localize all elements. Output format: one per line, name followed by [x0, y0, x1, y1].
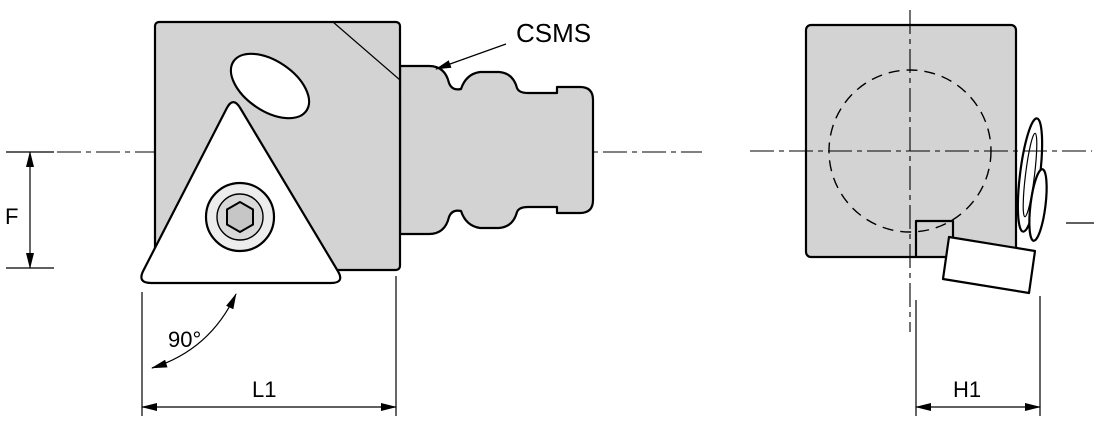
pocket-step-edge — [914, 219, 955, 259]
angle-annotation: 90° — [151, 293, 237, 369]
f-dim-label: F — [5, 204, 18, 229]
chamfer-edge — [332, 21, 401, 81]
rear-body — [804, 23, 1018, 259]
angle-arc-arrow — [151, 293, 237, 369]
csms-label: CSMS — [516, 18, 591, 48]
angle-label: 90° — [168, 327, 201, 352]
insert-edge-view — [1016, 117, 1048, 242]
csms-callout: CSMS — [435, 18, 591, 70]
csms-leader-arrow — [435, 43, 507, 70]
insert-edge-inner-line — [1022, 132, 1038, 218]
clamp-block — [941, 235, 1037, 295]
h1-dimension: H1 — [915, 296, 1041, 416]
left-view: F CSMS 90° L1 — [5, 18, 702, 416]
clamp-pocket-oval — [229, 52, 311, 120]
f-dimension: F — [5, 151, 54, 269]
l1-dimension: L1 — [141, 276, 397, 416]
h1-dim-label: H1 — [953, 377, 981, 402]
l1-dim-label: L1 — [252, 377, 276, 402]
coupling-shank — [398, 64, 595, 236]
hex-socket-icon — [226, 200, 254, 234]
insert-edge-lower — [1028, 168, 1048, 242]
clamp-screw — [204, 181, 276, 253]
right-view: H1 — [750, 10, 1094, 416]
